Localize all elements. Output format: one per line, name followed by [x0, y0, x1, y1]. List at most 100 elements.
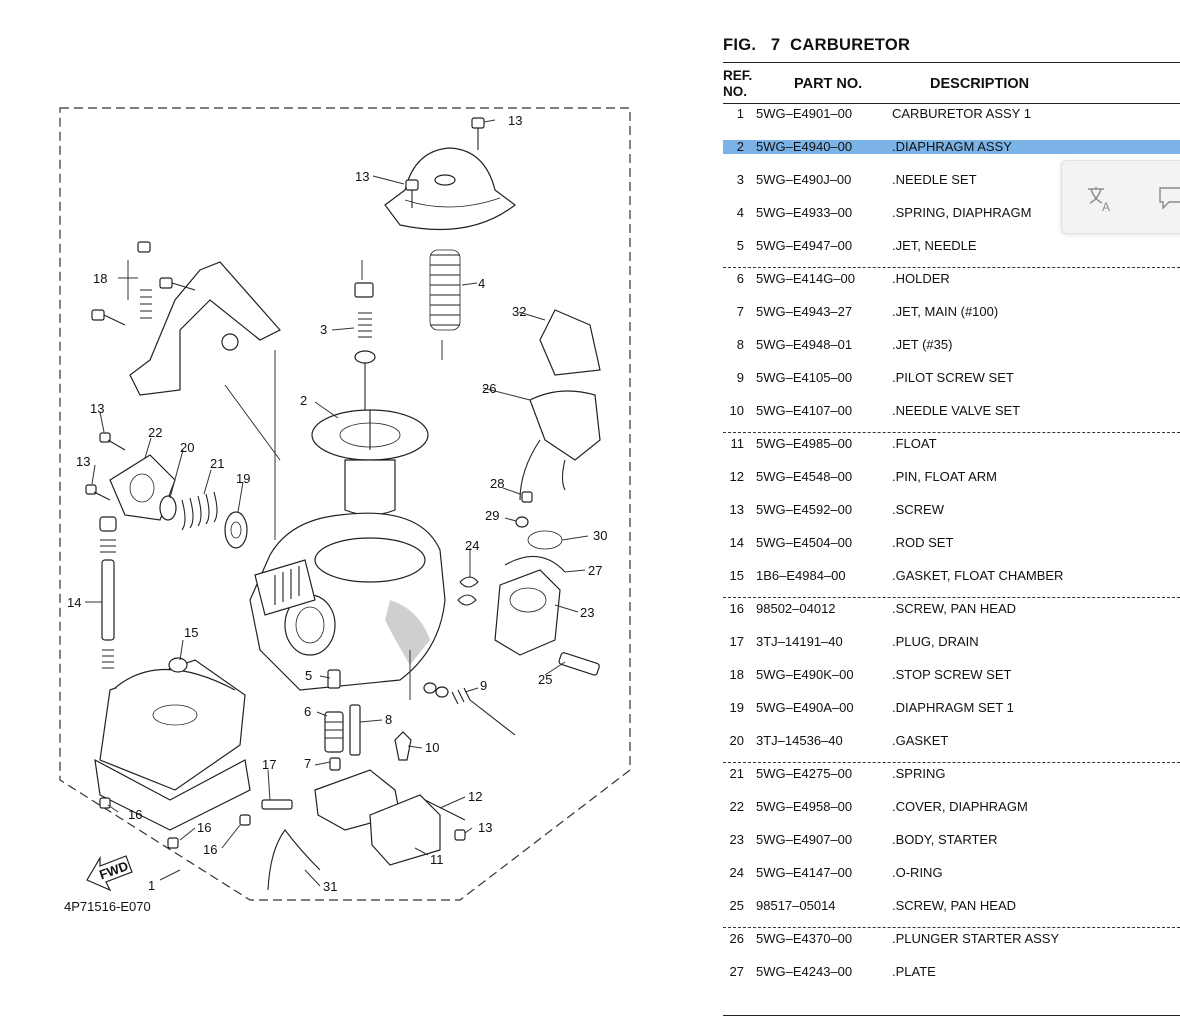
description-cell: .SCREW [892, 502, 944, 517]
carburetor-body [249, 512, 446, 691]
parts-row-4[interactable]: 4 5WG–E4933–00 .SPRING, DIAPHRAGM [723, 205, 1180, 238]
callout-23: 23 [580, 605, 594, 620]
description-cell: .SCREW, PAN HEAD [892, 601, 1017, 616]
description-cell: .JET, NEEDLE [892, 238, 977, 253]
description-cell: .PLATE [892, 964, 936, 979]
ref-no-cell: 14 [729, 535, 744, 550]
part-no-cell: 98517–05014 [756, 898, 836, 913]
callout-11: 11 [430, 852, 444, 867]
callout-14: 14 [67, 595, 81, 610]
description-cell: .FLOAT [892, 436, 937, 451]
float [314, 769, 466, 866]
part-no-cell: 5WG–E4943–27 [756, 304, 853, 319]
drain-hose [267, 829, 321, 891]
assembly-boundary [59, 107, 631, 901]
needle-set [354, 282, 376, 410]
description-cell: .SPRING, DIAPHRAGM [892, 205, 1032, 220]
description-cell: .PIN, FLOAT ARM [892, 469, 997, 484]
callout-30: 30 [593, 528, 607, 543]
callout-13b: 13 [355, 169, 369, 184]
pilot-screw-set [423, 682, 516, 736]
callout-3: 3 [320, 322, 327, 337]
description-cell: .O-RING [892, 865, 943, 880]
callout-13c: 13 [90, 401, 104, 416]
part-no-cell: 5WG–E4107–00 [756, 403, 853, 418]
header-description: DESCRIPTION [930, 76, 1030, 92]
part-no-cell: 5WG–E4548–00 [756, 469, 853, 484]
ref-no-cell: 23 [729, 832, 744, 847]
callout-16b: 16 [197, 820, 211, 835]
callout-16a: 16 [128, 807, 142, 822]
callout-10: 10 [425, 740, 439, 755]
stop-screw-bracket [91, 241, 281, 396]
part-no-cell: 5WG–E4933–00 [756, 205, 853, 220]
ref-no-cell: 16 [729, 601, 744, 616]
header-ref-line2: NO. [723, 84, 748, 99]
callouts: 13 13 4 3 32 26 2 18 13 22 13 20 21 19 1… [64, 113, 607, 914]
ref-no-cell: 22 [729, 799, 744, 814]
part-no-cell: 5WG–E4907–00 [756, 832, 853, 847]
part-no-cell: 5WG–E4592–00 [756, 502, 853, 517]
ref-no-cell: 24 [729, 865, 744, 880]
callout-20: 20 [180, 440, 194, 455]
rod-set [99, 516, 117, 669]
description-cell: .JET, MAIN (#100) [892, 304, 999, 319]
callout-18: 18 [93, 271, 107, 286]
part-no-cell: 5WG–E4243–00 [756, 964, 853, 979]
translate-icon[interactable]: A [1084, 183, 1114, 213]
part-no-cell: 5WG–E4985–00 [756, 436, 853, 451]
carburetor-exploded-diagram: FWD [59, 107, 631, 914]
description-cell: .DIAPHRAGM SET 1 [892, 700, 1014, 715]
parts-row-12[interactable]: 12 5WG–E4548–00 .PIN, FLOAT ARM [723, 469, 1180, 502]
callout-29: 29 [485, 508, 499, 523]
comment-icon[interactable] [1157, 185, 1180, 211]
ref-no-cell: 15 [729, 568, 744, 583]
callout-24: 24 [465, 538, 479, 553]
description-cell: .PILOT SCREW SET [892, 370, 1014, 385]
callout-22: 22 [148, 425, 162, 440]
description-cell: .GASKET [892, 733, 949, 748]
parts-row-11[interactable]: 11 5WG–E4985–00 .FLOAT [723, 436, 1180, 469]
ref-no-cell: 1 [736, 106, 744, 121]
group-separator [723, 762, 1180, 763]
ref-no-cell: 4 [736, 205, 744, 220]
ref-no-cell: 12 [729, 469, 744, 484]
part-no-cell: 5WG–E490J–00 [756, 172, 852, 187]
part-no-cell: 5WG–E4370–00 [756, 931, 853, 946]
floating-toolbar: A [1061, 160, 1180, 234]
header-ref-no: REF. NO. [723, 68, 752, 100]
cover-screw-left [405, 179, 419, 208]
ref-no-cell: 11 [730, 436, 745, 451]
svg-text:A: A [1102, 200, 1110, 213]
starter-diaphragm-stack [85, 432, 248, 549]
callout-2: 2 [300, 393, 307, 408]
part-no-cell: 3TJ–14536–40 [756, 733, 843, 748]
leader-lines [85, 119, 589, 887]
part-no-cell: 5WG–E4948–01 [756, 337, 853, 352]
part-no-cell: 5WG–E4901–00 [756, 106, 853, 121]
